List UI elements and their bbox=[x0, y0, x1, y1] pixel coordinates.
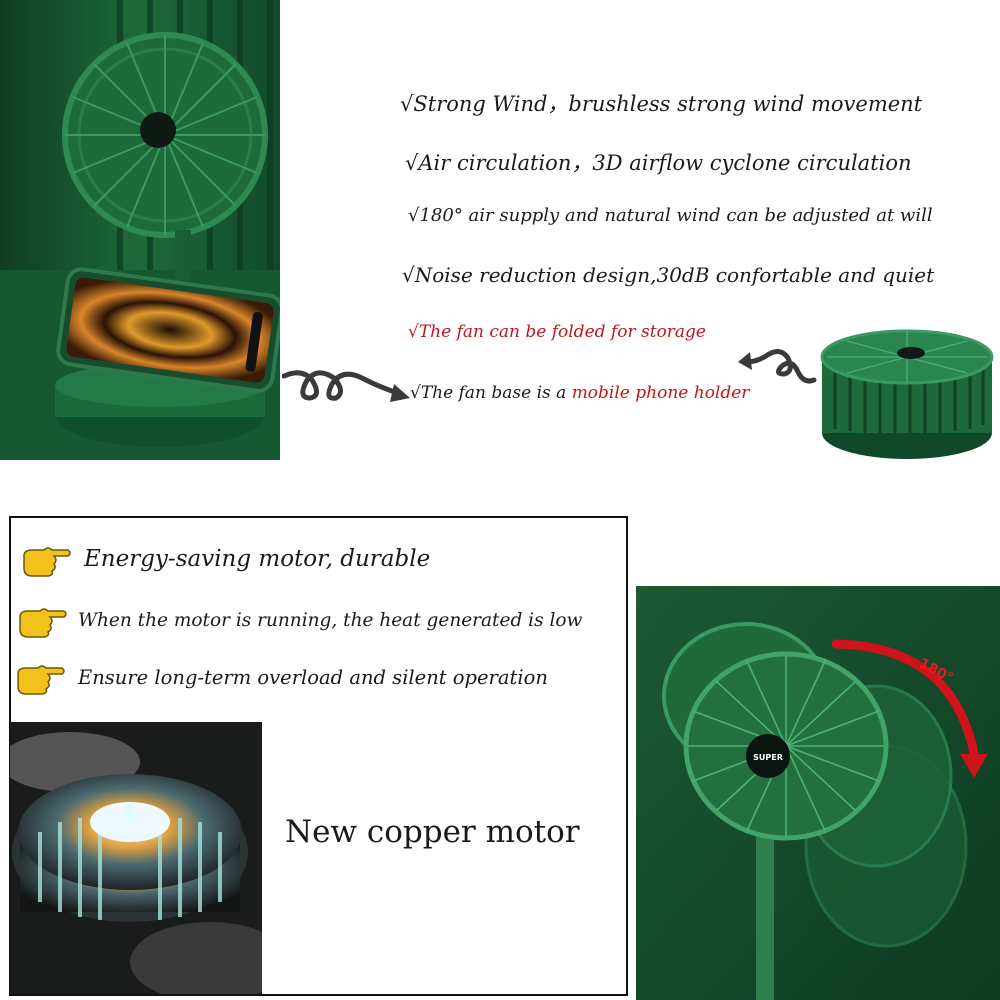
pointing-hand-icon bbox=[17, 665, 65, 695]
curly-arrow-left-icon bbox=[738, 349, 817, 384]
motor-bullet-low-heat: When the motor is running, the heat gene… bbox=[78, 610, 583, 631]
motor-bullet-energy-saving: Energy-saving motor, durable bbox=[84, 546, 431, 572]
pointing-hand-icon bbox=[23, 547, 71, 577]
feature-phone-holder: √The fan base is a mobile phone holder bbox=[410, 383, 749, 403]
curly-arrow-right-icon bbox=[282, 370, 410, 402]
feature-foldable: √The fan can be folded for storage bbox=[408, 322, 706, 342]
pointing-hand-icon bbox=[19, 608, 67, 638]
feature-phone-holder-highlight: mobile phone holder bbox=[571, 383, 750, 403]
feature-air-circulation: √Air circulation，3D airflow cyclone circ… bbox=[405, 151, 912, 175]
feature-noise-reduction: √Noise reduction design,30dB confortable… bbox=[402, 263, 935, 287]
copper-motor-photo bbox=[10, 722, 262, 994]
fan-brand-label: SUPER bbox=[753, 753, 783, 762]
feature-phone-holder-prefix: √The fan base is a bbox=[410, 383, 572, 403]
rotating-fan-photo: SUPER 180° bbox=[636, 586, 1000, 1000]
fan-phone-holder-photo bbox=[0, 0, 284, 460]
motor-caption: New copper motor bbox=[285, 814, 580, 850]
motor-bullet-silent: Ensure long-term overload and silent ope… bbox=[78, 666, 548, 689]
feature-air-supply: √180° air supply and natural wind can be… bbox=[408, 205, 933, 226]
feature-strong-wind: √Strong Wind，brushless strong wind movem… bbox=[400, 92, 923, 116]
folded-fan-photo bbox=[820, 329, 994, 459]
